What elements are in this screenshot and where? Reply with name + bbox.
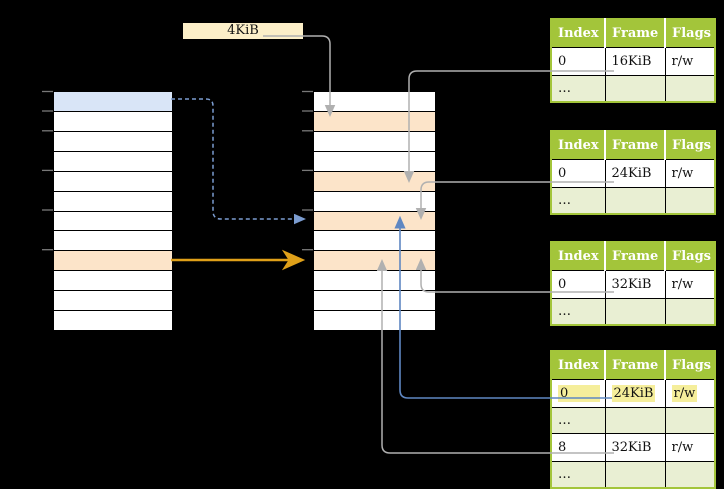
table-row: 0 16KiB r/w	[550, 47, 716, 76]
cell-flags	[664, 75, 716, 102]
cell-flags	[664, 461, 716, 488]
col-header-flags: Flags	[664, 131, 715, 160]
cell-frame	[604, 461, 666, 488]
col-header-frame: Frame	[604, 351, 665, 380]
virtual-page-row-blue	[54, 92, 172, 111]
level2-page-table: Index Frame Flags 0 24KiB r/w … 8 32KiB …	[550, 350, 716, 489]
physical-memory-table	[313, 91, 436, 331]
col-header-index: Index	[551, 351, 605, 380]
highlighted-value: 24KiB	[611, 385, 656, 402]
table-header-row: Index Frame Flags	[551, 19, 715, 48]
page-size-label: 4KiB	[183, 23, 303, 39]
page-table-2: Index Frame Flags 0 24KiB r/w …	[550, 130, 716, 215]
virtual-page-row	[54, 170, 172, 191]
cell-index: …	[550, 461, 606, 488]
page-table-1: Index Frame Flags 0 16KiB r/w …	[550, 18, 716, 103]
virtual-memory-table	[53, 91, 173, 331]
table-row: 0 32KiB r/w	[550, 270, 716, 299]
cell-flags	[664, 407, 716, 434]
cell-frame: 32KiB	[604, 270, 666, 299]
col-header-frame: Frame	[604, 131, 665, 160]
cell-index: 0	[550, 159, 606, 188]
table-row-ellipsis: …	[550, 75, 716, 102]
physical-frame-row-orange	[314, 210, 435, 231]
highlighted-value: r/w	[671, 385, 698, 402]
physical-frame-row	[314, 130, 435, 151]
table-header-row: Index Frame Flags	[551, 131, 715, 160]
virtual-page-row	[54, 130, 172, 151]
cell-frame: 32KiB	[604, 433, 666, 462]
virtual-page-row	[54, 310, 172, 331]
virtual-page-row	[54, 190, 172, 211]
virtual-page-row	[54, 290, 172, 311]
cell-index: 0	[550, 47, 606, 76]
cell-index: …	[550, 407, 606, 434]
cell-index: 0	[550, 379, 606, 408]
physical-memory-ticks	[302, 90, 313, 251]
physical-frame-row-orange	[314, 250, 435, 271]
physical-frame-row	[314, 310, 435, 331]
cell-frame: 24KiB	[604, 379, 666, 408]
physical-frame-row-orange	[314, 170, 435, 191]
cell-flags: r/w	[664, 47, 716, 76]
cell-frame	[604, 75, 666, 102]
table-header-row: Index Frame Flags	[551, 351, 715, 380]
cell-index: 0	[550, 270, 606, 299]
virtual-page-row-orange	[54, 250, 172, 271]
physical-frame-row	[314, 270, 435, 291]
arrow-blue-page-translation	[171, 98, 306, 225]
physical-frame-row-orange	[314, 110, 435, 131]
cell-flags	[664, 298, 716, 325]
cell-index: 8	[550, 433, 606, 462]
table-row: 0 24KiB r/w	[550, 159, 716, 188]
table-row: 8 32KiB r/w	[550, 433, 716, 462]
cell-index: …	[550, 75, 606, 102]
virtual-page-row	[54, 110, 172, 131]
physical-frame-row	[314, 230, 435, 251]
cell-frame: 24KiB	[604, 159, 666, 188]
table-row-ellipsis: …	[550, 298, 716, 325]
cell-index: …	[550, 298, 606, 325]
table-row-ellipsis: …	[550, 461, 716, 488]
cell-frame	[604, 187, 666, 214]
cell-frame: 16KiB	[604, 47, 666, 76]
cell-index: …	[550, 187, 606, 214]
table-row-ellipsis: …	[550, 407, 716, 434]
table-row-highlighted: 0 24KiB r/w	[550, 379, 716, 408]
col-header-index: Index	[551, 242, 605, 271]
table-header-row: Index Frame Flags	[551, 242, 715, 271]
col-header-frame: Frame	[604, 19, 665, 48]
virtual-page-row	[54, 210, 172, 231]
col-header-index: Index	[551, 19, 605, 48]
virtual-memory-ticks	[42, 90, 53, 251]
highlighted-value: 0	[558, 385, 601, 402]
cell-frame	[604, 407, 666, 434]
cell-flags: r/w	[664, 433, 716, 462]
virtual-page-row	[54, 230, 172, 251]
cell-flags	[664, 187, 716, 214]
cell-flags: r/w	[664, 159, 716, 188]
physical-frame-row	[314, 150, 435, 171]
page-table-3: Index Frame Flags 0 32KiB r/w …	[550, 241, 716, 326]
col-header-flags: Flags	[664, 351, 715, 380]
virtual-page-row	[54, 150, 172, 171]
col-header-index: Index	[551, 131, 605, 160]
physical-frame-row	[314, 290, 435, 311]
cell-flags: r/w	[664, 270, 716, 299]
physical-frame-row	[314, 92, 435, 111]
cell-frame	[604, 298, 666, 325]
physical-frame-row	[314, 190, 435, 211]
col-header-frame: Frame	[604, 242, 665, 271]
col-header-flags: Flags	[664, 19, 715, 48]
col-header-flags: Flags	[664, 242, 715, 271]
virtual-page-row	[54, 270, 172, 291]
table-row-ellipsis: …	[550, 187, 716, 214]
cell-flags: r/w	[664, 379, 716, 408]
